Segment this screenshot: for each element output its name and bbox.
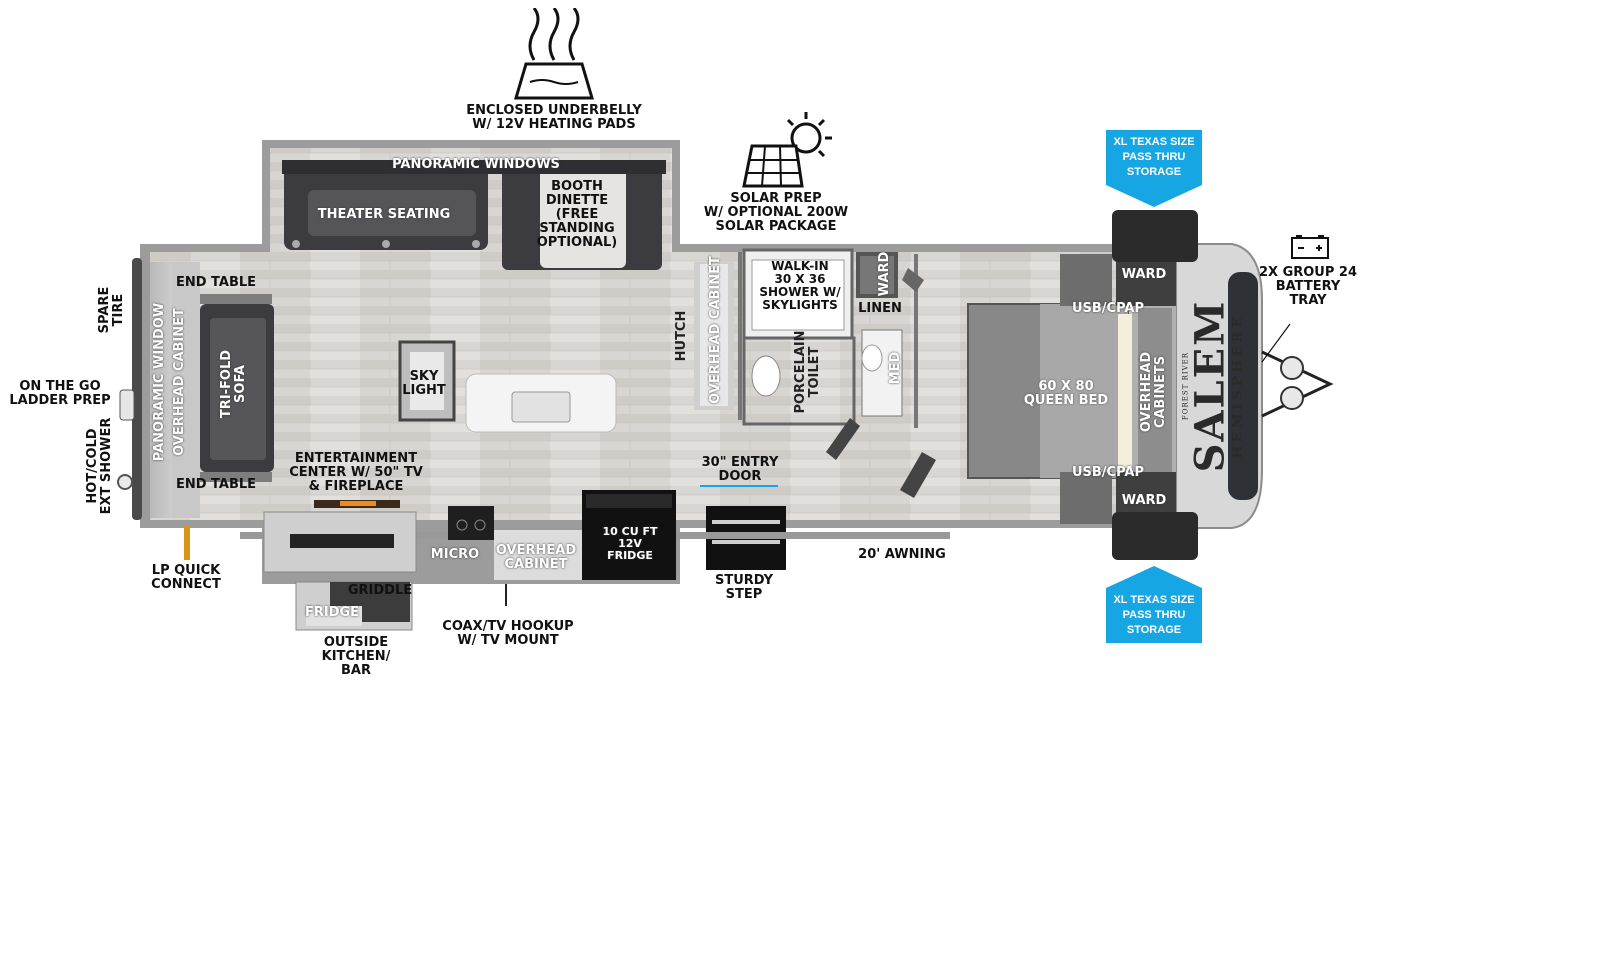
sofa-label: TRI-FOLD SOFA	[219, 349, 248, 419]
fridge-outside-label: FRIDGE	[304, 605, 360, 620]
shower-label: WALK-IN 30 X 36 SHOWER W/ SKYLIGHTS	[759, 259, 841, 312]
lp-label: LP QUICK CONNECT	[151, 563, 221, 592]
dinette-label: BOOTH DINETTE (FREE STANDING OPTIONAL)	[536, 179, 618, 250]
rear-bumper	[132, 258, 142, 520]
usb-bottom-label: USB/CPAP	[1071, 465, 1145, 480]
ladder-label: ON THE GO LADDER PREP	[9, 379, 111, 408]
entry-door-label: 30" ENTRY DOOR	[701, 455, 779, 484]
end-table-bottom-label: END TABLE	[175, 477, 257, 492]
solar-panel-icon	[742, 112, 832, 188]
overhead-cabinet-mid-label: OVERHEAD CABINET	[708, 256, 723, 404]
micro-label: MICRO	[430, 547, 480, 562]
ward-bath-label: WARD	[877, 251, 892, 297]
linen-label: LINEN	[858, 301, 902, 316]
storage-bottom-label: XL TEXAS SIZE PASS THRU STORAGE	[1106, 588, 1202, 643]
storage-box-bottom	[1112, 512, 1198, 560]
theater-seating-label: THEATER SEATING	[317, 207, 451, 222]
battery-label: 2X GROUP 24 BATTERY TRAY	[1258, 265, 1358, 308]
panoramic-window-left-label: PANORAMIC WINDOW	[152, 302, 167, 462]
spare-tire-label: SPARE TIRE	[97, 286, 126, 334]
overhead-cabinet-left-label: OVERHEAD CABINET	[172, 308, 187, 456]
outside-kitchen-label: OUTSIDE KITCHEN/ BAR	[321, 635, 391, 678]
ward-bottom-label: WARD	[1121, 493, 1167, 508]
heat-pad-icon	[513, 8, 595, 100]
griddle-label: GRIDDLE	[347, 583, 413, 598]
panoramic-windows-label: PANORAMIC WINDOWS	[392, 157, 560, 172]
storage-arrow-top: XL TEXAS SIZE PASS THRU STORAGE	[1106, 130, 1202, 207]
hutch-label: HUTCH	[674, 310, 689, 362]
usb-top-label: USB/CPAP	[1071, 301, 1145, 316]
brand-name: SALEM	[1186, 299, 1234, 473]
underbelly-label: ENCLOSED UNDERBELLY W/ 12V HEATING PADS	[466, 103, 642, 132]
med-label: MED	[888, 351, 903, 385]
fridge-main-label: 10 CU FT 12V FRIDGE	[602, 525, 658, 562]
bed-label: 60 X 80 QUEEN BED	[1023, 379, 1109, 408]
brand-logo: FOREST RIVER SALEM HEMISPHERE	[1182, 266, 1247, 506]
skylight-label: SKY LIGHT	[402, 369, 446, 398]
storage-top-label: XL TEXAS SIZE PASS THRU STORAGE	[1106, 130, 1202, 185]
awning-label: 20' AWNING	[858, 547, 946, 562]
coax-label: COAX/TV HOOKUP W/ TV MOUNT	[442, 619, 574, 648]
overhead-cabinets-bed-label: OVERHEAD CABINETS	[1139, 351, 1168, 433]
solar-label: SOLAR PREP W/ OPTIONAL 200W SOLAR PACKAG…	[703, 191, 849, 234]
end-table-top-label: END TABLE	[175, 275, 257, 290]
sturdy-step-label: STURDY STEP	[714, 573, 774, 602]
storage-box-top	[1112, 210, 1198, 262]
toilet-label: PORCELAIN TOILET	[793, 330, 822, 414]
overhead-cabinet-kitchen-label: OVERHEAD CABINET	[495, 543, 577, 572]
ward-top-label: WARD	[1121, 267, 1167, 282]
cooktop-shape	[448, 506, 494, 540]
storage-arrow-bottom: XL TEXAS SIZE PASS THRU STORAGE	[1106, 566, 1202, 643]
battery-icon	[1291, 235, 1329, 259]
entertainment-label: ENTERTAINMENT CENTER W/ 50" TV & FIREPLA…	[289, 451, 423, 494]
ext-shower-label: HOT/COLD EXT SHOWER	[85, 417, 114, 515]
